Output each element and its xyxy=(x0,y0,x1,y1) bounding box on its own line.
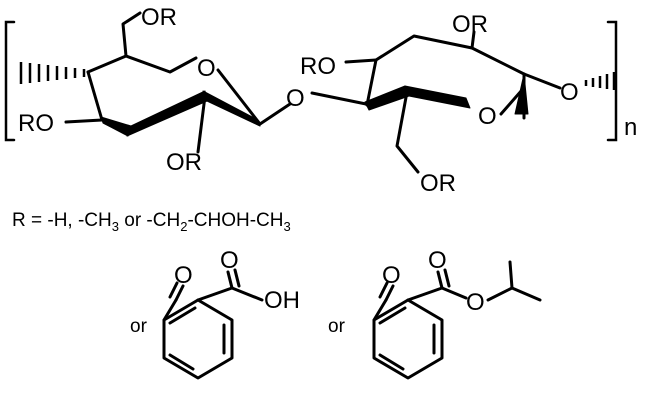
molecule2-ester-oxygen: O xyxy=(466,289,485,316)
ring1-back-bonds xyxy=(86,54,198,74)
molecule1-aldehyde-co xyxy=(174,284,185,302)
ring1-ring-oxygen: O xyxy=(197,55,216,82)
ring1-front-wedge-b xyxy=(126,90,208,137)
molecule2-ester-o-bond xyxy=(440,286,468,300)
ring2-exit-wedge xyxy=(514,73,529,115)
ring1-c4-vertical xyxy=(86,70,104,122)
ring1-c2-vertical xyxy=(196,94,207,154)
molecule1-acid-co-1 xyxy=(226,270,234,290)
molecule2-ester-co-2 xyxy=(443,268,451,288)
ring1-bottom-substituent: OR xyxy=(166,149,202,176)
ring1-oxygen-c1-bond xyxy=(216,68,262,126)
ring2-top-substituent: OR xyxy=(452,11,488,38)
ring2-ro-bond xyxy=(344,58,378,64)
ring2-left-substituent: RO xyxy=(300,53,336,80)
ring1-front-wedge-a xyxy=(100,116,132,137)
molecule2-aldehyde-bond xyxy=(372,298,388,322)
molecule2-inner-double-2 xyxy=(378,353,405,371)
ring1-left-substituent: RO xyxy=(18,110,54,137)
ring2-exit-oxygen: O xyxy=(560,79,579,106)
molecule1-acid-oh-bond xyxy=(230,286,264,302)
molecule2-inner-double-3 xyxy=(378,306,407,325)
molecule1: O O OH xyxy=(162,247,300,380)
ring2-oxygen-c1-bond xyxy=(499,88,524,116)
repeat-subscript: n xyxy=(624,114,637,141)
molecule1-acid-group: OH xyxy=(264,287,300,314)
molecule2: O O O xyxy=(372,247,542,380)
ring2-ring-oxygen: O xyxy=(478,103,497,130)
right-bracket xyxy=(606,20,618,142)
ring1-top-substituent: OR xyxy=(141,4,177,31)
molecule2-aldehyde-oxygen: O xyxy=(382,262,401,289)
ring2-c3-vertical xyxy=(365,58,378,107)
ring2-exit-bond xyxy=(522,72,562,90)
ring2-front-wedge-b xyxy=(404,85,471,109)
molecule2-aldehyde-co-2 xyxy=(378,281,389,299)
ring1-left-hashed-bond xyxy=(19,62,86,84)
connector-or-1: or xyxy=(130,316,148,337)
connector-or-2: or xyxy=(328,316,346,337)
molecule2-benzene-ring xyxy=(372,298,444,380)
ring1-ro-bond xyxy=(64,118,104,124)
ring2-bottom-substituent: OR xyxy=(420,170,456,197)
molecule2-isopropyl xyxy=(486,260,542,302)
molecule1-carbonyl-oxygen: O xyxy=(220,247,239,274)
molecule1-aldehyde-oxygen: O xyxy=(174,262,193,289)
ring1-front-wedge-c xyxy=(202,90,261,127)
molecule1-acid-co-2 xyxy=(233,268,241,288)
molecule1-aldehyde-co-2 xyxy=(168,281,179,299)
molecule1-acid-bond xyxy=(196,286,234,302)
ring2-right-hashed-bond xyxy=(584,72,616,90)
molecule2-carbonyl-oxygen: O xyxy=(428,247,447,274)
glycosidic-oxygen: O xyxy=(286,85,305,112)
ring1: OR O RO OR xyxy=(18,4,262,176)
r-definition: R = -H, -CH3 or -CH2-CHOH-CH3 xyxy=(12,210,291,234)
molecule2-aldehyde-co xyxy=(384,284,395,302)
ring2-ch2-bond xyxy=(395,90,420,174)
molecule1-benzene-ring xyxy=(162,298,234,380)
ring2-back-bonds xyxy=(374,34,526,76)
ring2-top-or-bond xyxy=(470,30,476,50)
molecule1-inner-double-2 xyxy=(168,353,195,371)
glycosidic-bond-right xyxy=(310,91,368,106)
glycosidic-bond-left xyxy=(258,102,292,126)
molecule2-ester-co-1 xyxy=(436,270,444,290)
molecule2-ester-bond xyxy=(406,286,444,302)
ring2: O O OR RO OR xyxy=(300,11,616,197)
molecule1-inner-double-3 xyxy=(168,306,197,325)
left-bracket xyxy=(4,20,16,142)
ring1-ch2-bond xyxy=(121,11,142,58)
molecule1-aldehyde-bond xyxy=(162,298,178,322)
